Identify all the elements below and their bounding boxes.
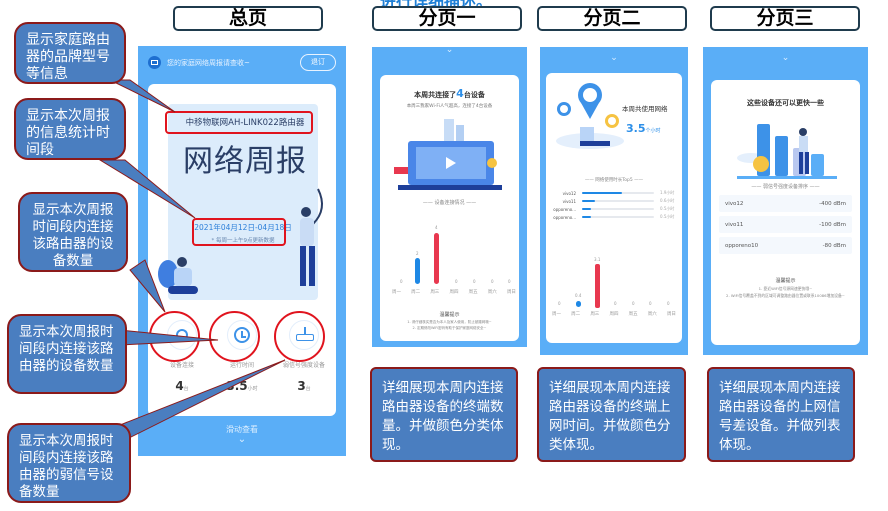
mail-icon [148,56,161,69]
bar-tue [415,258,420,284]
callout-device-count-2: 显示本次周报时间段内连接该路由器的设备数量 [7,314,127,394]
tips-title: 温馨提示 [439,312,460,318]
highlight-date-range [192,218,286,246]
device-chart: 0 2 4 0 0 0 0 周一周二周三周四周五周六周日 [392,225,516,295]
list-title: —— 弱信号强度设备排序 —— [751,184,820,190]
stat-unit: 小时 [247,386,258,392]
page2-headline: 本周共使用网络 [622,105,668,113]
page1-headline: 本周共连接了4台设备 [414,87,485,100]
router-name: 中移物联网AH-LINK022路由器 [185,118,305,128]
callout-device-count: 显示本次周报时间段内连接该路由器的设备数量 [18,192,128,272]
poster-panel [168,104,318,300]
top5-list: vivo12 1.9小时 vivo11 0.6小时 opporeno... 0.… [550,189,678,221]
date-range: 2021年04月12日-04月18日 [194,223,292,232]
top5-row: opporeno... 0.5小时 [553,206,675,212]
highlight-runtime [209,311,260,362]
update-note: * 每周一上午9点更新数据 [211,238,275,244]
usage-chart: 0 0.4 3.1 0 0 0 0 周一周二周三周四周五周六周日 [552,257,676,317]
illustration-person-sitting [158,257,198,294]
subscribe-button[interactable]: 退订 [300,54,336,71]
page1-screen: ⌄ 本周共连接了4台设备 本周三我家Wi-Fi人气超高，连接了4台设备 —— 设… [372,47,527,347]
illustration-wifi-pins [556,83,624,149]
page2-card: 本周共使用网络 3.5个小时 —— 网络使用时长Top5 —— vivo12 1… [546,73,682,343]
stat-label: 运行时间 [229,362,254,369]
bar-wed [595,264,600,308]
top5-row: opporeno... 0.5小时 [553,214,675,220]
header-partial: 进行详细描述。 [380,0,492,12]
stat-label: 弱信号强度设备 [282,362,325,369]
stat-unit: 台 [183,386,189,392]
illustration-signal-bars [737,124,837,179]
callout-date-range: 显示本次周报的信息统计时间段 [14,98,126,160]
chevron-down-icon: ⌄ [610,53,618,63]
callout-router-info: 显示家庭路由器的品牌型号等信息 [14,22,126,84]
notice-text: 您的家庭网络周报请查收~ [167,58,250,67]
page1-subtitle: 本周三我家Wi-Fi人气超高，连接了4台设备 [406,104,493,109]
stat-label: 设备连接 [169,362,194,369]
chevron-down-icon: ⌄ [445,47,454,55]
weak-device-list: vivo12-400 dBm vivo11-100 dBm opporeno10… [719,195,852,254]
tips-line-1: 1. 请仔细核实是否为本人及家人使用，防止被蹭网哦~ [407,320,492,324]
description-page2: 详细展现本周内连接路由器设备的终端上网时间。并做颜色分类体现。 [537,367,686,462]
bar-wed [434,233,439,284]
list-item[interactable]: vivo12-400 dBm [719,195,852,212]
report-title: 网络周报 [183,144,307,179]
chevron-down-icon: ⌄ [781,53,790,63]
page1-card: 本周共连接了4台设备 本周三我家Wi-Fi人气超高，连接了4台设备 —— 设备连… [380,75,519,341]
top5-row: vivo11 0.6小时 [562,198,675,204]
section-title-page2: 分页二 [537,6,687,31]
stat-unit: 台 [305,386,311,392]
top5-title: —— 网络使用时长Top5 —— [584,178,644,183]
page2-screen: ⌄ 本周共使用网络 3.5个小时 —— 网络使用时长Top5 —— vivo12… [540,47,688,355]
chevron-down-icon: ⌄ [237,434,247,445]
list-item[interactable]: opporeno10-80 dBm [719,237,852,254]
stat-value: 4 [175,379,184,393]
section-title-page3: 分页三 [710,6,860,31]
list-item[interactable]: vivo11-100 dBm [719,216,852,233]
page3-headline: 这些设备还可以更快一些 [747,99,824,107]
description-page3: 详细展现本周内连接路由器设备的上网信号差设备。并做列表体现。 [707,367,855,462]
scroll-hint-label: 滑动查看 [226,425,258,434]
page3-card: 这些设备还可以更快一些 —— 弱信号强度设备排序 —— vivo12-400 d… [711,80,860,345]
tips-title: 温馨提示 [775,278,796,284]
tips-line-1: 1. 靠近WiFi信号源网速更快哦~ [758,286,813,291]
illustration-laptop [394,119,502,190]
chart-title: —— 设备连接情况 —— [422,200,477,206]
tips-line-2: 2. WiFi信号覆盖不到的区域可调整路由器位置或联系10086增加设备~ [726,293,845,298]
illustration-person-standing [300,188,323,286]
scroll-hint[interactable]: 滑动查看 ⌄ [138,424,346,445]
highlight-weak [274,311,325,362]
stat-value: 3 [297,379,306,393]
description-page1: 详细展现本周内连接路由器设备的终端数量。并做颜色分类体现。 [370,367,518,462]
callout-weak-signal: 显示本次周报时间段内连接该路由器的弱信号设备数量 [7,423,131,503]
page2-hours: 3.5个小时 [626,122,661,135]
page3-screen: ⌄ 这些设备还可以更快一些 —— 弱信号强度设备排序 —— vivo12-400… [703,47,868,355]
tips-line-2: 2. 定期修改WiFi密码有助于保护家庭网络安全~ [412,326,487,330]
bar-tue [576,301,581,307]
notice-bar: 您的家庭网络周报请查收~ [148,56,250,69]
section-title-main: 总页 [173,6,323,31]
top5-row: vivo12 1.9小时 [562,190,675,196]
highlight-router-name [165,111,313,134]
section-title-page1: 分页一 [372,6,522,31]
